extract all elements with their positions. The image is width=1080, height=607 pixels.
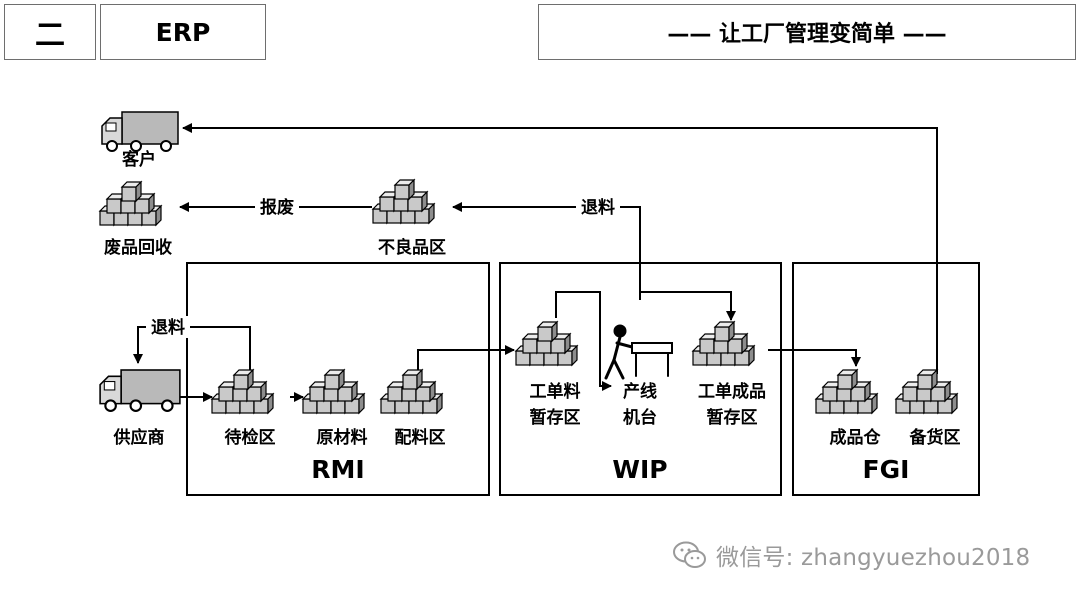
staging-area-icon bbox=[896, 370, 957, 413]
machine-label-2: 机台 bbox=[623, 407, 657, 428]
wo-material-icon bbox=[516, 322, 577, 365]
watermark: 微信号: zhangyuezhou2018 bbox=[672, 538, 1030, 572]
flow-to-customer bbox=[182, 123, 938, 374]
section-title: ERP bbox=[155, 17, 211, 47]
supplier-label: 供应商 bbox=[113, 427, 165, 448]
section-number-box: 二 bbox=[4, 4, 96, 60]
wechat-icon bbox=[673, 541, 706, 568]
kitting-area-label: 配料区 bbox=[395, 427, 446, 448]
raw-material-label: 原材料 bbox=[317, 427, 368, 448]
defect-area-icon bbox=[373, 180, 434, 223]
wo-product-label-2: 暂存区 bbox=[707, 407, 758, 428]
return-defect-flow-label: 退料 bbox=[581, 197, 615, 218]
machine-label-1: 产线 bbox=[623, 381, 657, 402]
flow-wo-product-to-finished bbox=[768, 349, 861, 367]
inspection-area-label: 待检区 bbox=[225, 427, 276, 448]
scrap-flow-label: 报废 bbox=[260, 197, 294, 218]
slogan: —— 让工厂管理变简单 —— bbox=[667, 22, 947, 47]
return-supplier-flow-label: 退料 bbox=[151, 317, 185, 338]
scrap-recycle-icon bbox=[100, 182, 161, 225]
kitting-area-icon bbox=[381, 370, 442, 413]
watermark-text: 微信号: zhangyuezhou2018 bbox=[716, 545, 1031, 571]
supplier-truck-icon bbox=[99, 368, 181, 413]
wo-product-label-1: 工单成品 bbox=[698, 381, 766, 402]
inspection-area-icon bbox=[212, 370, 273, 413]
defect-area-label: 不良品区 bbox=[378, 237, 446, 258]
raw-material-icon bbox=[303, 370, 364, 413]
staging-area-label: 备货区 bbox=[909, 427, 961, 448]
flow-wo-material-to-machine bbox=[555, 291, 612, 391]
customer-truck-icon bbox=[101, 111, 179, 152]
wo-material-label-2: 暂存区 bbox=[530, 407, 581, 428]
fgi-label: FGI bbox=[863, 455, 910, 484]
finished-warehouse-icon bbox=[816, 370, 877, 413]
wo-material-label-1: 工单料 bbox=[530, 381, 581, 402]
section-title-box: ERP bbox=[100, 4, 266, 60]
flow-return-to-supplier bbox=[133, 326, 251, 376]
flow-kitting-to-wo-material bbox=[417, 345, 515, 372]
flow-return-to-defect bbox=[452, 202, 641, 300]
rmi-zone bbox=[186, 262, 490, 496]
rmi-label: RMI bbox=[311, 455, 364, 484]
wo-product-icon bbox=[693, 322, 754, 365]
fgi-zone bbox=[792, 262, 980, 496]
machine-operator-icon bbox=[604, 324, 673, 380]
wip-label: WIP bbox=[612, 455, 667, 484]
scrap-recycle-label: 废品回收 bbox=[104, 237, 172, 258]
flow-machine-to-wo-product bbox=[640, 291, 736, 321]
section-number: 二 bbox=[35, 18, 65, 53]
customer-label: 客户 bbox=[121, 149, 156, 170]
finished-warehouse-label: 成品仓 bbox=[830, 427, 882, 448]
slogan-box: —— 让工厂管理变简单 —— bbox=[538, 4, 1076, 60]
